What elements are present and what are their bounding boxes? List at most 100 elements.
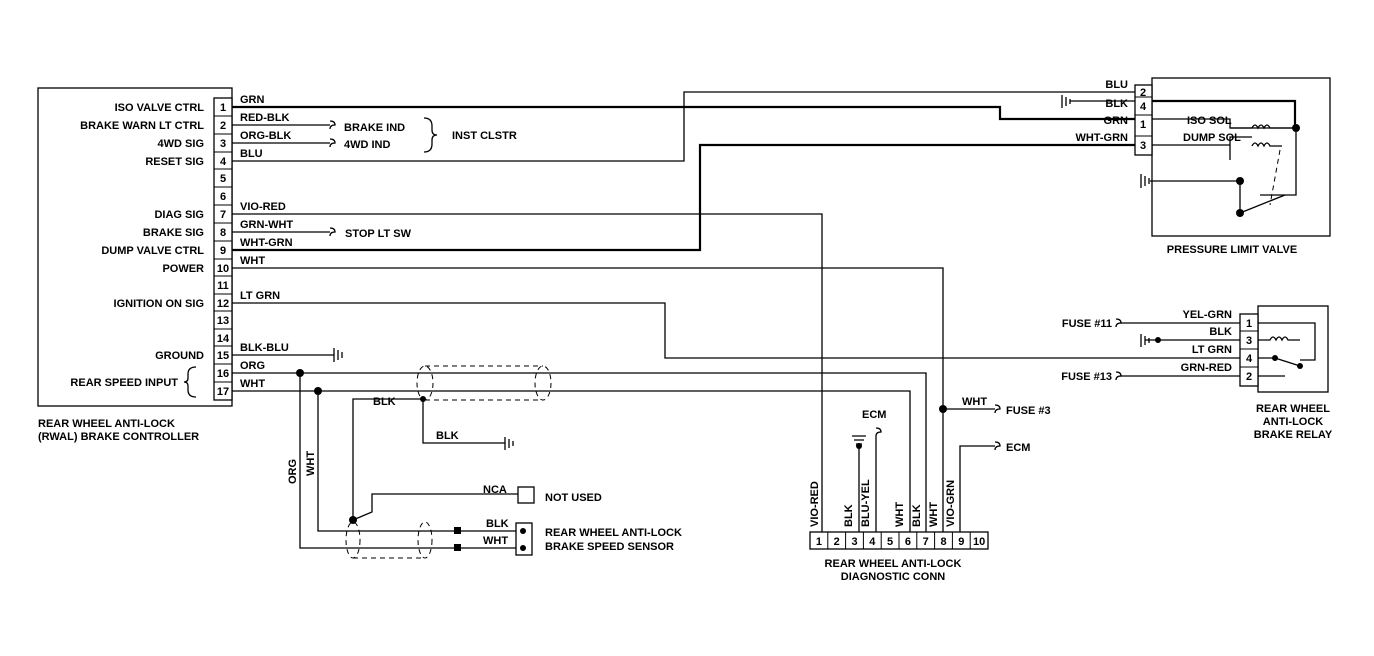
controller-wire-color: GRN [240, 94, 265, 106]
controller-wire-color: WHT [240, 255, 265, 267]
valve-wire-color: WHT-GRN [1075, 132, 1128, 144]
diag-wire-color: BLU-YEL [860, 479, 872, 527]
diag-pin-8: 8 [940, 536, 946, 548]
anti-lock-relay: 1 3 4 2 REAR WHEEL ANTI-LOCK BRAKE RELAY FU… [1061, 305, 1333, 441]
controller-pin-14: 14 [217, 333, 230, 345]
controller-pin-label: DUMP VALVE CTRL [101, 245, 204, 257]
diag-pin-4: 4 [869, 536, 876, 548]
relay-body [1257, 305, 1329, 393]
shielded-cable: NCA NOT USED BLK BLK ORG WHT [287, 365, 602, 559]
controller-pin-6: 6 [220, 191, 226, 203]
sensor-name-1: REAR WHEEL ANTI-LOCK [545, 527, 682, 539]
controller-pin-3: 3 [220, 138, 226, 150]
fuse-13-label: FUSE #13 [1061, 371, 1112, 383]
diag-wire-color: VIO-GRN [945, 480, 957, 527]
diag-pin-2: 2 [834, 536, 840, 548]
diag-wire-color: WHT [928, 502, 940, 527]
diag-wire-color: VIO-RED [809, 481, 821, 527]
relay-pin-strip [1239, 313, 1259, 387]
controller-pin-8: 8 [220, 227, 226, 239]
controller-pin-13: 13 [217, 315, 229, 327]
iso-sol-label: ISO SOL [1187, 115, 1232, 127]
wire-wht-grn-dump [232, 143, 1152, 252]
valve-name: PRESSURE LIMIT VALVE [1167, 244, 1297, 256]
relay-pin-3: 3 [1246, 335, 1252, 347]
vert-org-label: ORG [287, 459, 299, 484]
wire-blu [232, 91, 1135, 162]
relay-pin-4: 4 [1246, 353, 1253, 365]
fuse3-wire-label: WHT [962, 396, 987, 408]
controller-wire-color: BLK-BLU [240, 342, 289, 354]
controller-pin-12: 12 [217, 298, 229, 310]
controller-pin-label: DIAG SIG [154, 209, 204, 221]
relay-name-2: ANTI-LOCK [1263, 416, 1324, 428]
valve-pin-2: 2 [1140, 87, 1146, 99]
valve-wire-color: GRN [1104, 115, 1129, 127]
controller-wire-color: WHT [240, 378, 265, 390]
relay-wire-color: LT GRN [1192, 344, 1232, 356]
controller-pin-16: 16 [217, 368, 229, 380]
sensor-blk-label: BLK [486, 518, 509, 530]
controller-wire-color: LT GRN [240, 290, 280, 302]
diag-pin-5: 5 [887, 536, 893, 548]
controller-body [37, 87, 233, 407]
valve-wire-color: BLU [1105, 79, 1128, 91]
controller-pin-4: 4 [220, 156, 227, 168]
diag-pin-7: 7 [923, 536, 929, 548]
fuse-11-label: FUSE #11 [1062, 318, 1112, 330]
valve-grn-internal [1152, 118, 1296, 129]
relay-pin-1: 1 [1246, 318, 1252, 330]
diag-pin-3: 3 [851, 536, 857, 548]
valve-pin-4: 4 [1140, 101, 1147, 113]
relay-name-3: BRAKE RELAY [1254, 429, 1333, 441]
wire-wht [232, 390, 911, 532]
controller-pin-1: 1 [220, 102, 226, 114]
inst-cluster: BRAKE IND 4WD IND INST CLSTR [329, 117, 517, 153]
controller-wire-color: GRN-WHT [240, 219, 293, 231]
nca-label: NCA [483, 484, 507, 496]
valve-body [1151, 77, 1331, 237]
ecm-top-label: ECM [862, 409, 886, 421]
controller-wire-color: ORG [240, 360, 265, 372]
valve-pin-strip [1134, 84, 1153, 156]
controller-pin-15: 15 [217, 350, 229, 362]
rear-speed-input-label: REAR SPEED INPUT [70, 377, 178, 389]
relay-name-1: REAR WHEEL [1256, 403, 1330, 415]
valve-pin-1: 1 [1140, 119, 1146, 131]
ecm-right-label: ECM [1006, 442, 1030, 454]
controller-pin-label: RESET SIG [145, 156, 204, 168]
diag-wire-color: BLK [843, 504, 855, 527]
controller-pin-label: 4WD SIG [158, 138, 204, 150]
controller-wire-color: ORG-BLK [240, 130, 291, 142]
sensor-name-2: BRAKE SPEED SENSOR [545, 541, 674, 553]
shield-blk2-label: BLK [436, 430, 459, 442]
controller-name-1: REAR WHEEL ANTI-LOCK [38, 418, 175, 430]
controller-name-2: (RWAL) BRAKE CONTROLLER [38, 431, 199, 443]
diag-pin-6: 6 [905, 536, 911, 548]
fuse-3: WHT FUSE #3 [939, 396, 1051, 417]
controller-wire-labels: GRNRED-BLKORG-BLKBLUVIO-REDGRN-WHTWHT-GR… [240, 94, 293, 390]
controller-wire-color: VIO-RED [240, 201, 286, 213]
wire-wht-power [232, 267, 944, 532]
stop-lt-switch: STOP LT SW [329, 227, 412, 240]
brake-ind-label: BRAKE IND [344, 122, 405, 134]
controller-pin-5: 5 [220, 173, 226, 185]
relay-wire-color: BLK [1209, 326, 1232, 338]
diag-name-1: REAR WHEEL ANTI-LOCK [825, 558, 962, 570]
wire-org [232, 372, 927, 532]
controller-pin-label: GROUND [155, 350, 204, 362]
fuse3-label: FUSE #3 [1006, 405, 1051, 417]
controller-pin-label: IGNITION ON SIG [114, 298, 204, 310]
vert-wht-label: WHT [305, 451, 317, 476]
diag-name-2: DIAGNOSTIC CONN [841, 571, 946, 583]
inst-clstr-label: INST CLSTR [452, 130, 517, 142]
diag-wire-color: BLK [911, 504, 923, 527]
relay-pin-2: 2 [1246, 371, 1252, 383]
ground-icon [333, 348, 343, 362]
valve-wire-color: BLK [1105, 98, 1128, 110]
wire-vio-red [232, 213, 823, 532]
